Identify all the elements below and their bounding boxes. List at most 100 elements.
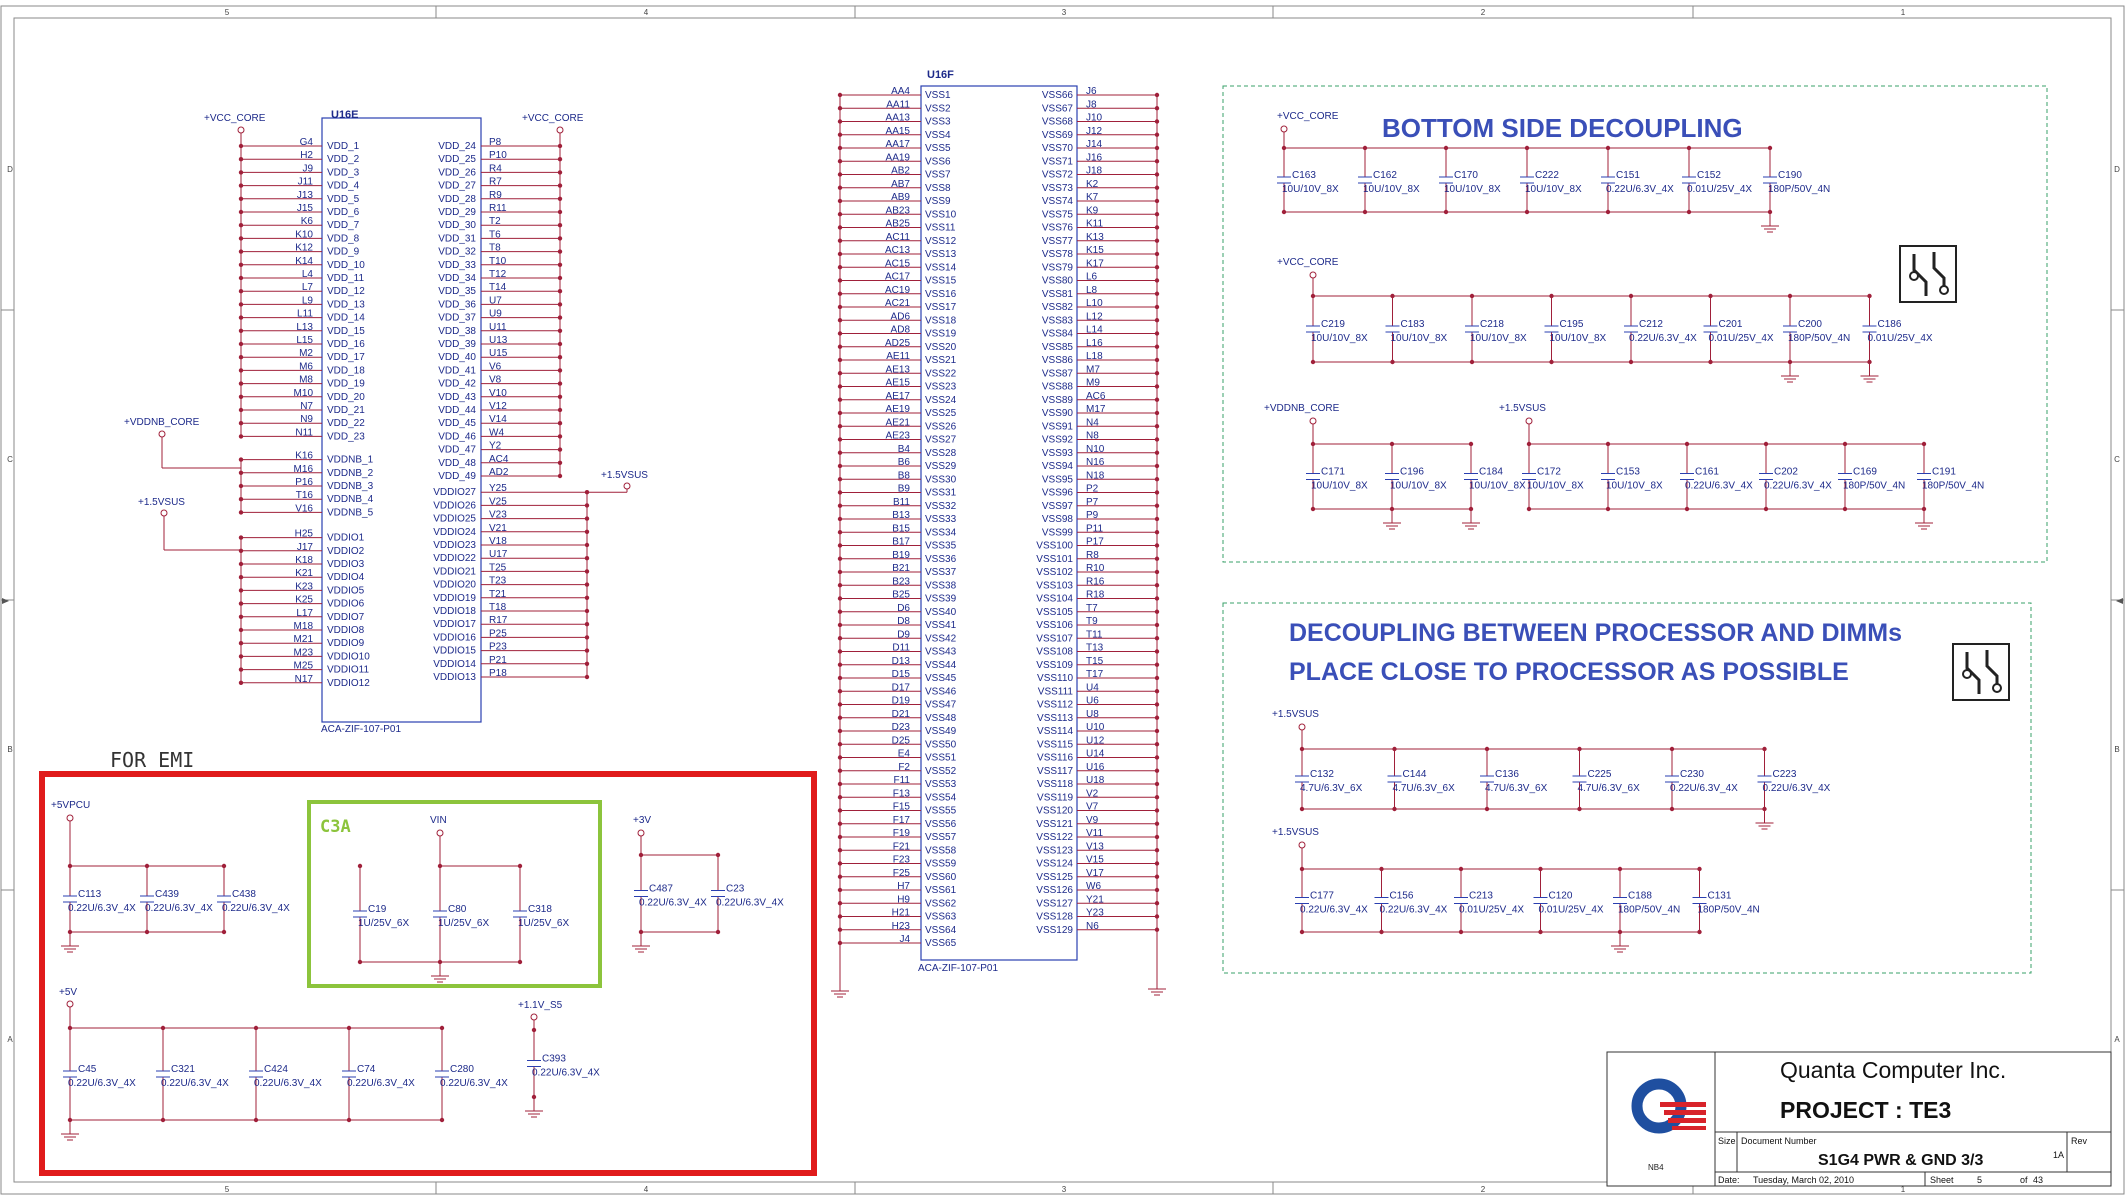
of-label: of (2020, 1175, 2028, 1185)
pin-number: V14 (489, 414, 507, 425)
pin-name: VDDIO8 (327, 625, 365, 636)
sheet-label: Sheet (1930, 1175, 1954, 1185)
u16e-body (321, 117, 482, 723)
pin-number: U13 (489, 335, 508, 346)
pin-name: VSS2 (925, 103, 951, 114)
pin-number: AA15 (886, 126, 911, 137)
pin-name: VSS120 (1036, 806, 1073, 817)
pin-number: U4 (1086, 682, 1099, 693)
pin-name: VDDIO6 (327, 599, 365, 610)
pin-number: M7 (1086, 364, 1100, 375)
junction-dot (557, 262, 563, 267)
pin-number: B4 (898, 444, 911, 455)
pin-number: V23 (489, 510, 507, 521)
junction-dot (557, 473, 563, 479)
cap-value: 1U/25V_6X (518, 918, 569, 929)
cap-ref: C191 (1932, 467, 1956, 478)
cap-value: 10U/10V_8X (1311, 333, 1368, 344)
junction-dot (584, 622, 590, 627)
pin-number: D17 (892, 682, 911, 693)
cap-ref: C152 (1697, 170, 1721, 181)
pin-name: VDD_12 (327, 286, 365, 297)
cap-ref: C132 (1310, 769, 1334, 780)
pin-name: VSS34 (925, 527, 957, 538)
cap-value: 0.22U/6.3V_4X (1606, 184, 1674, 195)
cap-ref: C136 (1495, 769, 1519, 780)
pin-name: VSS66 (1042, 90, 1074, 101)
cap-ref: C162 (1373, 170, 1397, 181)
bd-row3a-rail: +VDDNB_CORE (1264, 403, 1340, 414)
pin-number: AD8 (891, 325, 911, 336)
pin-number: B11 (893, 497, 910, 508)
junction-dot (557, 157, 563, 162)
pin-name: VDD_38 (438, 326, 476, 337)
pin-name: VDD_43 (438, 392, 476, 403)
pin-number: Y21 (1086, 894, 1104, 905)
pin-number: T15 (1086, 656, 1104, 667)
pin-name: VSS10 (925, 209, 957, 220)
pin-name: VSS70 (1042, 143, 1074, 154)
pin-number: T14 (489, 282, 507, 293)
ground-symbol (1383, 517, 1401, 530)
cap-value: 0.01U/25V_4X (1709, 333, 1774, 344)
pin-name: VDDIO21 (433, 566, 476, 577)
cap-ref: C196 (1400, 467, 1424, 478)
pin-name: VDD_7 (327, 220, 360, 231)
title-block: NB4 Quanta Computer Inc. PROJECT : TE3 S… (1606, 1051, 2112, 1187)
frame-row-label: D (2114, 165, 2120, 174)
cap-value: 10U/10V_8X (1390, 481, 1447, 492)
pin-number: AB2 (891, 166, 910, 177)
frame-col-label: 3 (1062, 8, 1067, 17)
pin-number: F13 (893, 788, 911, 799)
pin-name: VSS76 (1042, 223, 1074, 234)
pin-number: V7 (1086, 802, 1099, 813)
junction-dot (557, 170, 563, 175)
bd-row2-rail: +VCC_CORE (1277, 257, 1339, 268)
pin-name: VSS31 (925, 488, 957, 499)
pin-number: AA11 (886, 99, 910, 110)
pin-name: VSS50 (925, 739, 957, 750)
power-rail-symbol (623, 482, 631, 490)
pin-name: VSS59 (925, 859, 957, 870)
cap-value: 10U/10V_8X (1469, 481, 1526, 492)
pin-number: R17 (489, 615, 508, 626)
pin-name: VDD_15 (327, 326, 365, 337)
pin-number: N4 (1086, 417, 1099, 428)
pin-number: AD25 (885, 338, 910, 349)
date-label: Date: (1718, 1175, 1740, 1185)
junction-dot (584, 648, 590, 653)
pin-number: B25 (892, 590, 910, 601)
pin-number: V2 (1086, 788, 1099, 799)
pin-name: VDD_28 (438, 194, 476, 205)
pin-name: VSS23 (925, 382, 957, 393)
pin-name: VSS21 (925, 355, 957, 366)
cap-value: 0.22U/6.3V_4X (1763, 783, 1831, 794)
ground-symbol (525, 1105, 543, 1118)
ground-symbol (61, 940, 79, 953)
date-value: Tuesday, March 02, 2010 (1753, 1175, 1854, 1185)
c3a-box (307, 800, 602, 988)
pin-number: B17 (892, 537, 910, 548)
bd-row3b-rail: +1.5VSUS (1499, 403, 1546, 414)
pin-number: E4 (898, 749, 911, 760)
junction-dot (584, 674, 590, 680)
pin-name: VSS81 (1042, 289, 1074, 300)
pin-name: VSS18 (925, 315, 957, 326)
pin-number: N10 (1086, 444, 1105, 455)
cap-ref: C170 (1454, 170, 1478, 181)
ground-symbol (831, 985, 849, 998)
cap-value: 0.22U/6.3V_4X (1380, 905, 1448, 916)
pin-name: VSS7 (925, 170, 951, 181)
pin-number: J6 (1086, 86, 1097, 97)
pin-name: VDD_14 (327, 313, 365, 324)
cap-ref: C144 (1403, 769, 1427, 780)
pin-number: AB25 (886, 219, 911, 230)
pin-name: VSS35 (925, 541, 957, 552)
